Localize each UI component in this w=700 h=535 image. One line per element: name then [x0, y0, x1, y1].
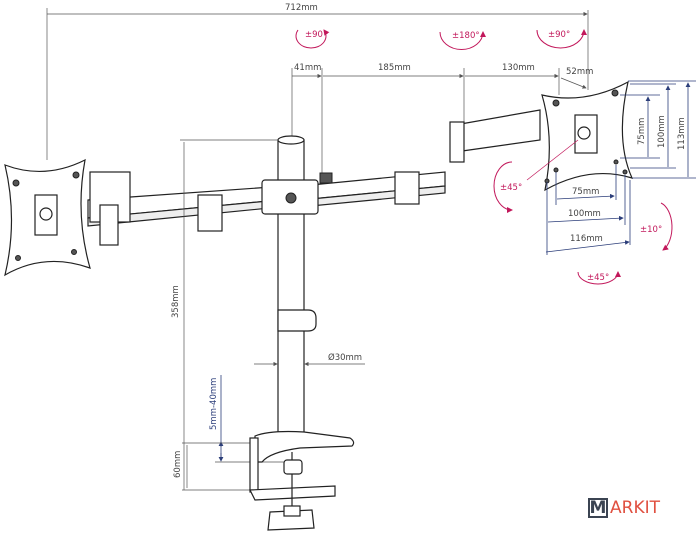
vesa-v75-label: 75mm	[637, 118, 647, 145]
dim-130-label: 130mm	[502, 63, 535, 73]
clamp-height-dimension: 60mm	[173, 442, 258, 491]
rotation-arm1-label: ±90°	[305, 30, 327, 40]
rotation-rotate-label: ±45°	[587, 273, 609, 283]
rotation-arm3: ±90°	[536, 29, 587, 49]
rotation-arm2-label: ±180°	[452, 31, 480, 41]
pole-height-label: 358mm	[171, 285, 181, 318]
rotation-arm2: ±180°	[439, 31, 486, 50]
total-width-label: 712mm	[285, 3, 318, 13]
dim-185-label: 185mm	[378, 63, 411, 73]
logo-mark: M	[588, 498, 608, 518]
clamp-height-label: 60mm	[173, 451, 183, 478]
vesa-h75-label: 75mm	[572, 187, 599, 197]
vesa-h100-label: 100mm	[568, 209, 601, 219]
pole-diameter-label: Ø30mm	[328, 352, 362, 363]
rotation-tilt-label: ±10°	[640, 225, 662, 235]
plate-h113-label: 113mm	[677, 117, 687, 150]
arms	[87, 109, 541, 246]
vesa-dimensions: 75mm 100mm 113mm 75mm 100mm 116mm	[545, 80, 696, 255]
desk-clamp	[249, 430, 355, 531]
markit-logo: M ARKIT	[588, 498, 660, 518]
pole-diameter-dimension: Ø30mm	[254, 352, 365, 367]
logo-text: ARKIT	[610, 498, 660, 518]
left-vesa-plate	[4, 158, 91, 277]
total-width-dimension: 712mm	[46, 3, 589, 160]
dim-52-label: 52mm	[566, 67, 593, 77]
arm-segment-dimensions: 41mm 185mm 130mm 52mm	[291, 63, 593, 180]
rotation-tilt: ±10°	[640, 202, 673, 251]
rotation-rotate: ±45°	[577, 271, 621, 285]
cable-clip	[277, 309, 317, 332]
vesa-v100-label: 100mm	[657, 115, 667, 148]
right-vesa-plate	[541, 80, 634, 192]
rotation-arm1: ±90°	[295, 29, 330, 49]
rotation-swivel: ±45°	[493, 139, 579, 213]
rotation-arm3-label: ±90°	[548, 30, 570, 40]
plate-w116-label: 116mm	[570, 234, 603, 244]
rotation-swivel-label: ±45°	[500, 183, 522, 193]
pole-height-dimension: 358mm	[171, 139, 278, 490]
desk-thickness-label: 5mm-40mm	[209, 378, 219, 430]
dim-41-label: 41mm	[294, 63, 321, 73]
